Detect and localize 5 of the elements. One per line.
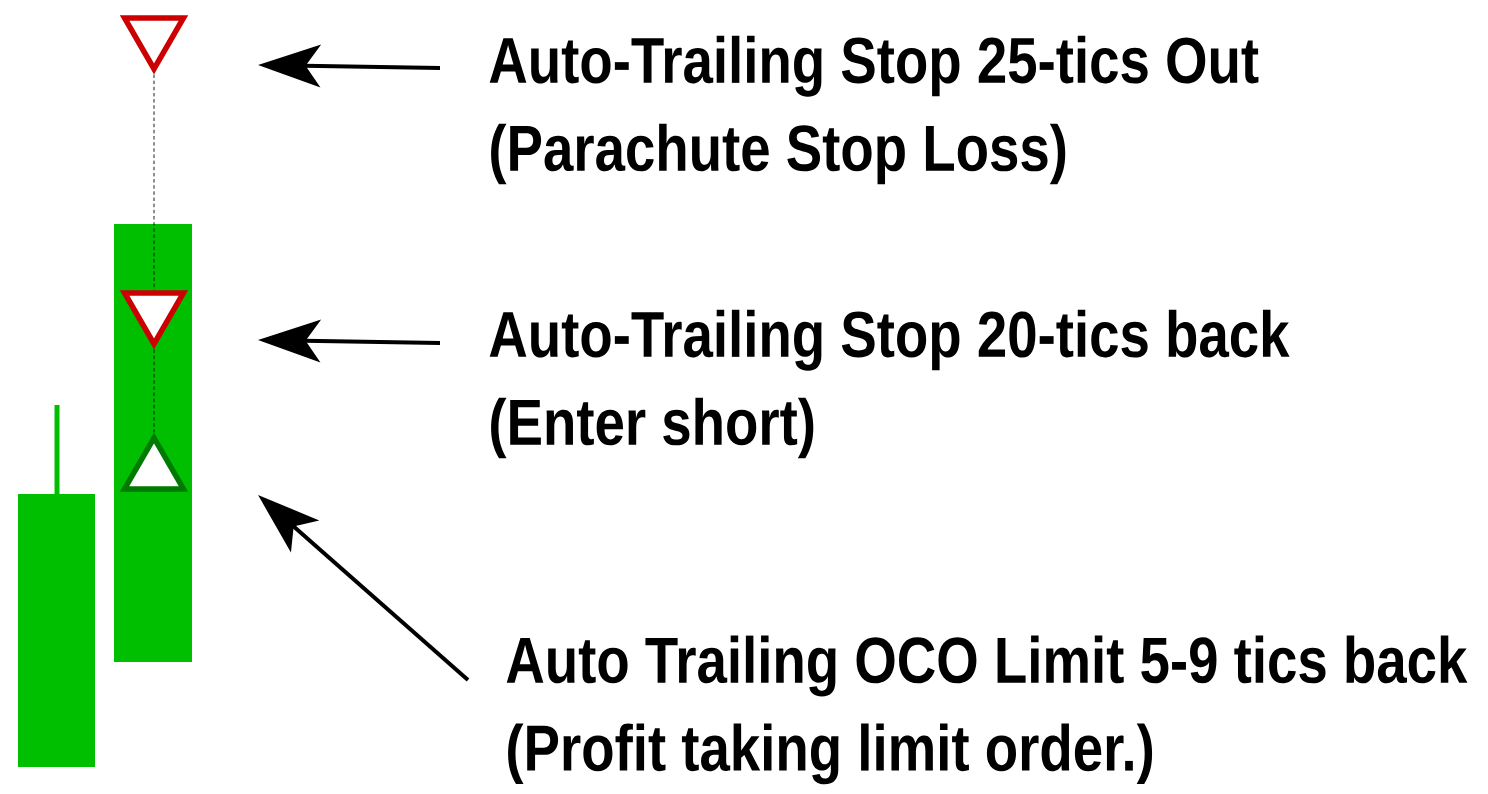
callout-text: Auto-Trailing Stop 20-tics back (Enter short)	[489, 309, 1290, 459]
dashed-line	[153, 349, 155, 433]
callout-text: Auto-Trailing Stop 25-tics Out (Parachute Stop Loss)	[489, 35, 1259, 185]
dashed-line	[153, 74, 155, 291]
callout-text: Auto Trailing OCO Limit 5-9 tics back (Profit taking limit order.)	[506, 635, 1468, 785]
